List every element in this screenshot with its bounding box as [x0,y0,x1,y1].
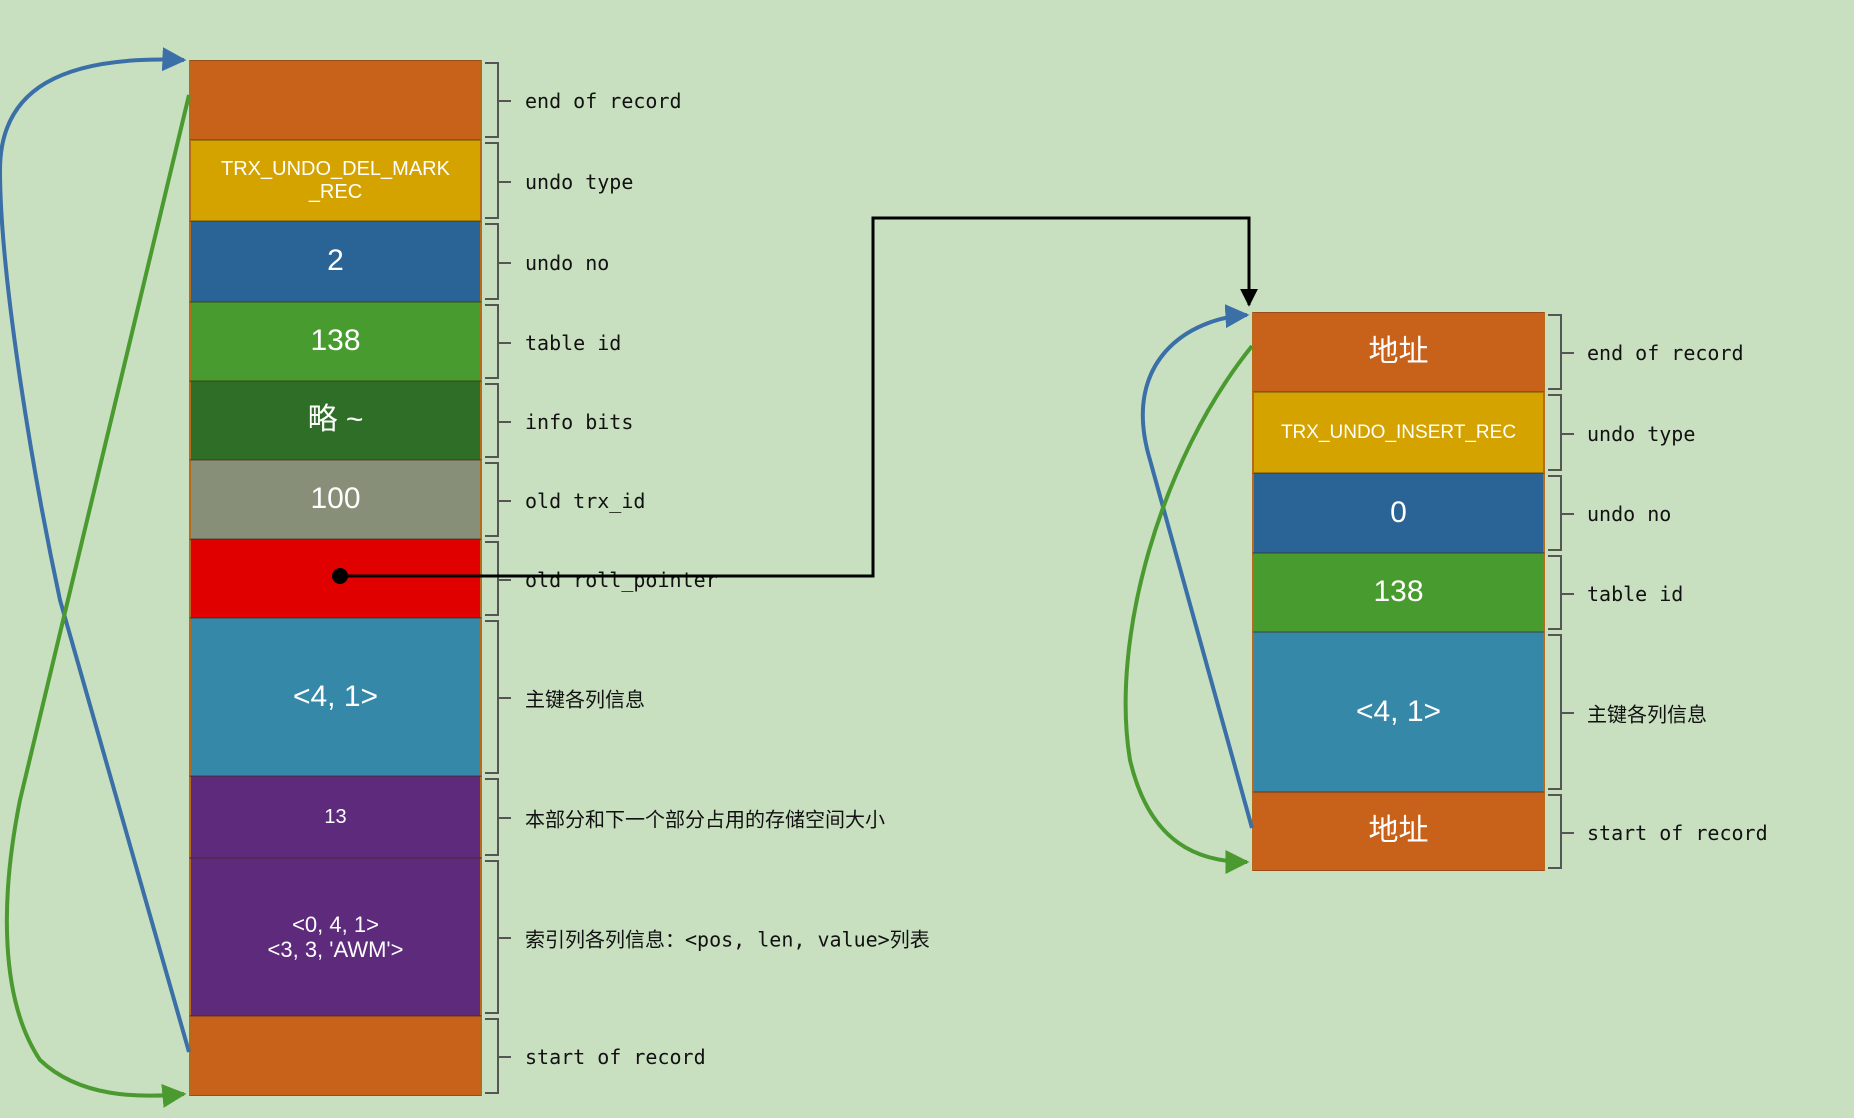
right-label-2: undo no [1587,502,1672,526]
left-label-0: end of record [525,89,682,113]
left-brace-3 [485,304,499,379]
left-brace-tick-8 [499,817,511,819]
right-green-loop-arrow [1123,344,1254,874]
right-brace-0 [1548,314,1562,390]
right-cell-5: 地址 [1252,792,1545,871]
left-brace-tick-7 [499,697,511,699]
right-brace-tick-0 [1562,352,1574,354]
left-brace-tick-0 [499,100,511,102]
left-brace-tick-1 [499,180,511,183]
right-label-5: start of record [1587,820,1768,845]
left-cell-3: 138 [189,302,482,381]
right-brace-2 [1548,475,1562,551]
right-brace-4 [1548,634,1562,790]
right-cell-2: 0 [1252,473,1545,553]
right-brace-5 [1548,794,1562,869]
left-brace-6 [485,541,499,616]
left-label-5: old trx_id [525,488,646,513]
right-cell-3: 138 [1252,553,1545,632]
left-cell-7: <4, 1> [189,618,482,776]
left-label-8: 本部分和下一个部分占用的存储空间大小 [525,807,885,832]
left-cell-9: <0, 4, 1> <3, 3, 'AWM'> [189,858,482,1016]
right-blue-loop-arrow [1140,304,1254,829]
right-brace-tick-4 [1562,712,1574,714]
left-label-1: undo type [525,169,634,194]
left-brace-1 [485,142,499,219]
left-brace-2 [485,223,499,300]
left-cell-5: 100 [189,460,482,539]
roll-pointer-dot [332,568,348,584]
right-label-3: table id [1587,581,1684,606]
right-brace-tick-5 [1562,831,1574,834]
left-cell-4: 略 ~ [189,381,482,460]
right-label-4: 主键各列信息 [1587,702,1707,727]
left-brace-tick-6 [499,578,511,581]
left-label-4: info bits [525,409,634,434]
right-brace-tick-1 [1562,432,1574,435]
left-brace-5 [485,462,499,537]
left-brace-4 [485,383,499,458]
right-label-0: end of record [1587,341,1744,365]
left-cell-10 [189,1016,482,1096]
left-brace-tick-3 [499,341,511,344]
right-brace-1 [1548,394,1562,471]
right-cell-0: 地址 [1252,312,1545,392]
right-brace-3 [1548,555,1562,630]
left-cell-0 [189,60,482,140]
left-brace-10 [485,1018,499,1094]
roll-pointer-arrow [340,216,1258,578]
left-brace-8 [485,778,499,856]
left-cell-1: TRX_UNDO_DEL_MARK _REC [189,140,482,221]
left-brace-tick-9 [499,937,511,939]
left-brace-tick-4 [499,420,511,423]
left-label-2: undo no [525,250,610,275]
left-brace-tick-5 [499,499,511,502]
left-brace-tick-2 [499,261,511,264]
left-blue-loop-arrow [0,47,191,1053]
left-green-loop-arrow [4,94,191,1108]
right-brace-tick-2 [1562,513,1574,515]
left-label-10: start of record [525,1045,706,1069]
left-label-9: 索引列各列信息：<pos, len, value>列表 [525,927,930,952]
left-cell-8: 13 [189,776,482,858]
left-label-6: old roll_pointer [525,567,718,592]
right-cell-1: TRX_UNDO_INSERT_REC [1252,392,1545,473]
left-cell-2: 2 [189,221,482,302]
right-label-1: undo type [1587,421,1696,446]
right-brace-tick-3 [1562,592,1574,595]
left-brace-tick-10 [499,1056,511,1058]
right-cell-4: <4, 1> [1252,632,1545,792]
left-brace-7 [485,620,499,774]
left-label-3: table id [525,330,622,355]
left-brace-0 [485,62,499,138]
left-label-7: 主键各列信息 [525,687,645,712]
left-brace-9 [485,860,499,1014]
